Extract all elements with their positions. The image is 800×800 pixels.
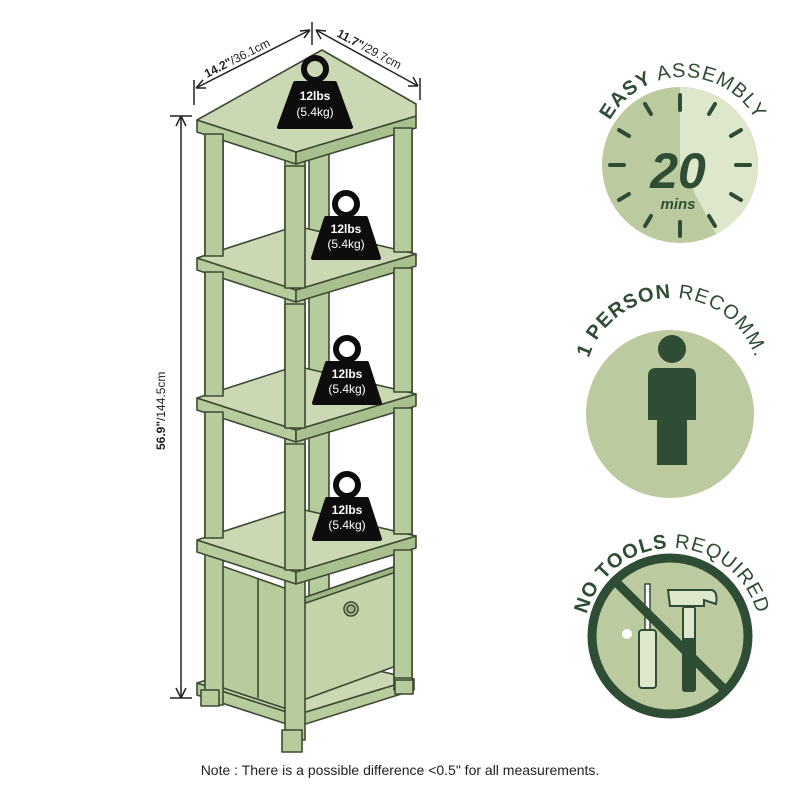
assembly-unit: mins — [660, 196, 695, 213]
weight-kg: (5.4kg) — [327, 237, 364, 251]
weight-icon: 12lbs (5.4kg) — [277, 55, 353, 129]
dimension-height — [170, 115, 192, 699]
dimension-depth — [315, 29, 421, 100]
weight-icon: 12lbs (5.4kg) — [311, 190, 381, 260]
dimension-width — [193, 22, 313, 105]
shelf-tier-3 — [196, 365, 417, 443]
weight-lbs: 12lbs — [331, 222, 362, 236]
weight-kg: (5.4kg) — [328, 382, 365, 396]
weight-icon: 12lbs (5.4kg) — [312, 335, 382, 405]
measurement-note: Note : There is a possible difference <0… — [200, 762, 600, 778]
no-tools-badge: NO TOOLS REQUIRED — [570, 531, 773, 719]
drawer-pull-icon[interactable] — [343, 601, 359, 617]
weight-icon: 12lbs (5.4kg) — [312, 471, 382, 541]
assembly-minutes: 20 — [649, 143, 706, 199]
one-person-badge: 1 PERSON RECOMM. — [573, 281, 770, 498]
shelf-unit — [196, 49, 417, 753]
height-label: 56.9"/144.5cm — [154, 372, 168, 450]
weight-kg: (5.4kg) — [328, 518, 365, 532]
width-label: 14.2"/36.1cm — [202, 36, 272, 81]
easy-assembly-badge: 20 mins EASY ASSEMBLY — [595, 60, 770, 243]
weight-kg: (5.4kg) — [296, 105, 333, 119]
weight-lbs: 12lbs — [300, 89, 331, 103]
weight-lbs: 12lbs — [332, 503, 363, 517]
clock-icon — [608, 93, 752, 238]
shelf-tier-2 — [196, 225, 417, 303]
person-icon — [648, 335, 696, 465]
weight-lbs: 12lbs — [332, 367, 363, 381]
